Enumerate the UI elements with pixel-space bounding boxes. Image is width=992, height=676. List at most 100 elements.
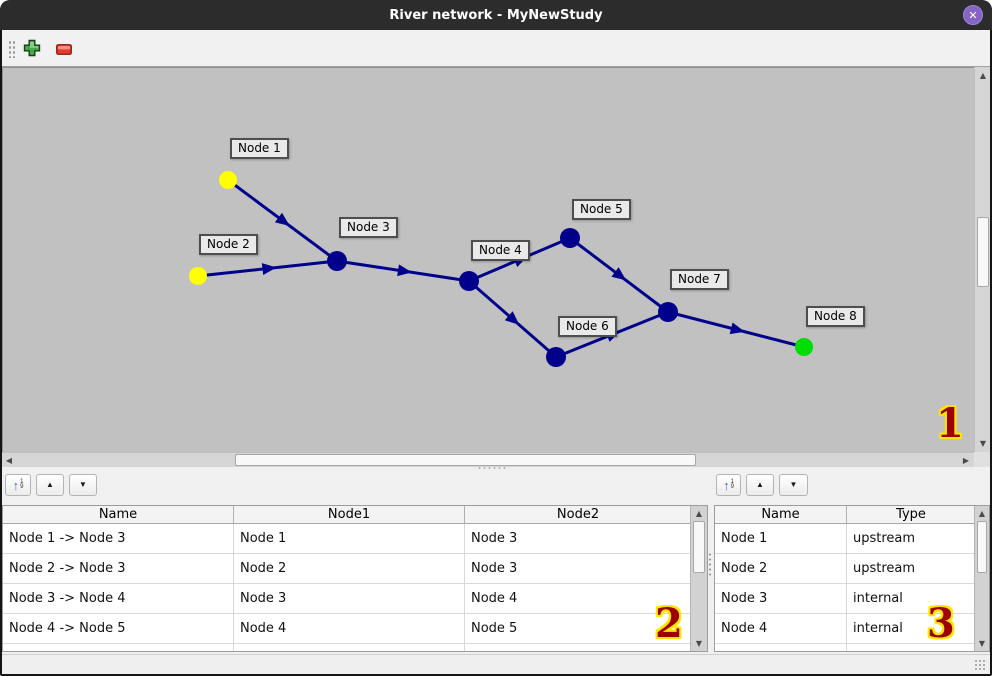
network-edge[interactable] bbox=[197, 259, 338, 278]
column-header[interactable]: Name bbox=[715, 506, 847, 523]
canvas-horizontal-scrollbar[interactable]: ◀ ▶ bbox=[2, 452, 974, 467]
edge-arrow-icon bbox=[729, 322, 745, 335]
sort-icon: ↑ bbox=[12, 477, 20, 493]
scroll-up-icon[interactable]: ▲ bbox=[978, 508, 986, 518]
scroll-up-icon[interactable]: ▲ bbox=[695, 508, 703, 518]
window-title: River network - MyNewStudy bbox=[389, 7, 603, 23]
sort-icon: ↑ bbox=[723, 477, 730, 493]
table-cell: Node 1 -> Node 3 bbox=[3, 524, 234, 553]
network-edge[interactable] bbox=[569, 236, 669, 314]
sort-digits: 1 9 bbox=[730, 479, 734, 490]
node-label: Node 1 bbox=[230, 138, 289, 159]
pane-splitter-handle[interactable] bbox=[477, 466, 507, 470]
network-edge[interactable] bbox=[227, 178, 338, 263]
scroll-down-icon[interactable]: ▼ bbox=[695, 638, 703, 648]
sort-digit-bottom: 9 bbox=[730, 484, 734, 490]
annotation-1: 1 bbox=[936, 400, 964, 447]
scroll-left-icon[interactable]: ◀ bbox=[5, 455, 13, 465]
scrollbar-thumb[interactable] bbox=[693, 521, 705, 573]
network-node-node-3[interactable] bbox=[327, 251, 347, 271]
column-header[interactable]: Name bbox=[3, 506, 234, 523]
plus-icon bbox=[23, 39, 41, 57]
toolbar-drag-handle[interactable] bbox=[8, 40, 16, 58]
edge-arrow-icon bbox=[261, 263, 277, 276]
vertical-scrollbar-thumb[interactable] bbox=[977, 217, 989, 287]
scroll-down-icon[interactable]: ▼ bbox=[979, 438, 987, 448]
nodes-table-scrollbar[interactable]: ▲ ▼ bbox=[974, 506, 989, 651]
nodes-move-up-button[interactable]: ▲ bbox=[746, 474, 774, 496]
edge-arrow-icon bbox=[397, 264, 412, 277]
table-cell: Node 3 bbox=[465, 554, 692, 583]
horizontal-scrollbar-thumb[interactable] bbox=[235, 454, 696, 466]
column-header[interactable]: Node1 bbox=[234, 506, 465, 523]
sort-digit-top: 1 bbox=[20, 479, 24, 485]
node-label: Node 3 bbox=[339, 217, 398, 238]
main-toolbar bbox=[2, 30, 990, 67]
network-edge[interactable] bbox=[336, 259, 470, 283]
scroll-down-icon[interactable]: ▼ bbox=[978, 638, 986, 648]
edge-arrow-icon bbox=[611, 267, 627, 281]
scrollbar-thumb[interactable] bbox=[977, 521, 987, 573]
table-cell: Node 1 bbox=[715, 524, 847, 553]
network-node-node-1[interactable] bbox=[219, 171, 237, 189]
scroll-up-icon[interactable]: ▲ bbox=[979, 70, 987, 80]
empty-row bbox=[3, 644, 692, 651]
scroll-right-icon[interactable]: ▶ bbox=[962, 455, 970, 465]
table-cell: Node 3 bbox=[465, 524, 692, 553]
network-node-node-7[interactable] bbox=[658, 302, 678, 322]
table-cell: Node 2 bbox=[715, 554, 847, 583]
add-button[interactable] bbox=[23, 39, 41, 60]
table-cell: Node 3 bbox=[715, 584, 847, 613]
title-bar[interactable]: River network - MyNewStudy ✕ bbox=[0, 0, 992, 30]
resize-grip[interactable] bbox=[974, 659, 986, 671]
remove-button[interactable] bbox=[56, 43, 72, 58]
network-node-node-2[interactable] bbox=[189, 267, 207, 285]
column-header[interactable]: Type bbox=[847, 506, 976, 523]
up-triangle-icon: ▲ bbox=[46, 480, 54, 489]
status-bar bbox=[2, 654, 990, 674]
table-splitter-handle[interactable] bbox=[708, 552, 713, 576]
table-cell: Node 4 -> Node 5 bbox=[3, 614, 234, 643]
table-cell: Node 4 bbox=[234, 614, 465, 643]
network-node-node-4[interactable] bbox=[459, 271, 479, 291]
branches-sort-button[interactable]: ↑ 1 9 bbox=[5, 474, 31, 496]
node-label: Node 7 bbox=[670, 269, 729, 290]
branches-move-up-button[interactable]: ▲ bbox=[36, 474, 64, 496]
node-label: Node 8 bbox=[806, 306, 865, 327]
network-node-node-8[interactable] bbox=[795, 338, 813, 356]
node-label: Node 5 bbox=[572, 199, 631, 220]
node-label: Node 4 bbox=[471, 240, 530, 261]
edge-arrow-icon bbox=[274, 212, 290, 226]
branches-table-scrollbar[interactable]: ▲ ▼ bbox=[690, 506, 707, 651]
edge-arrow-icon bbox=[504, 311, 520, 325]
network-node-node-6[interactable] bbox=[546, 347, 566, 367]
network-edge[interactable] bbox=[667, 310, 805, 349]
branches-move-down-button[interactable]: ▼ bbox=[69, 474, 97, 496]
network-node-node-5[interactable] bbox=[560, 228, 580, 248]
nodes-sort-button[interactable]: ↑ 1 9 bbox=[716, 474, 741, 496]
table-cell: Node 3 bbox=[234, 584, 465, 613]
sort-digits: 1 9 bbox=[20, 479, 24, 490]
annotation-2: 2 bbox=[655, 600, 683, 647]
column-header[interactable]: Node2 bbox=[465, 506, 692, 523]
network-edge[interactable] bbox=[468, 279, 557, 359]
close-button[interactable]: ✕ bbox=[963, 5, 983, 25]
table-cell: Node 2 bbox=[234, 554, 465, 583]
canvas-vertical-scrollbar[interactable]: ▲ ▼ bbox=[974, 67, 990, 452]
nodes-move-down-button[interactable]: ▼ bbox=[779, 474, 808, 496]
table-cell: Node 4 bbox=[715, 614, 847, 643]
